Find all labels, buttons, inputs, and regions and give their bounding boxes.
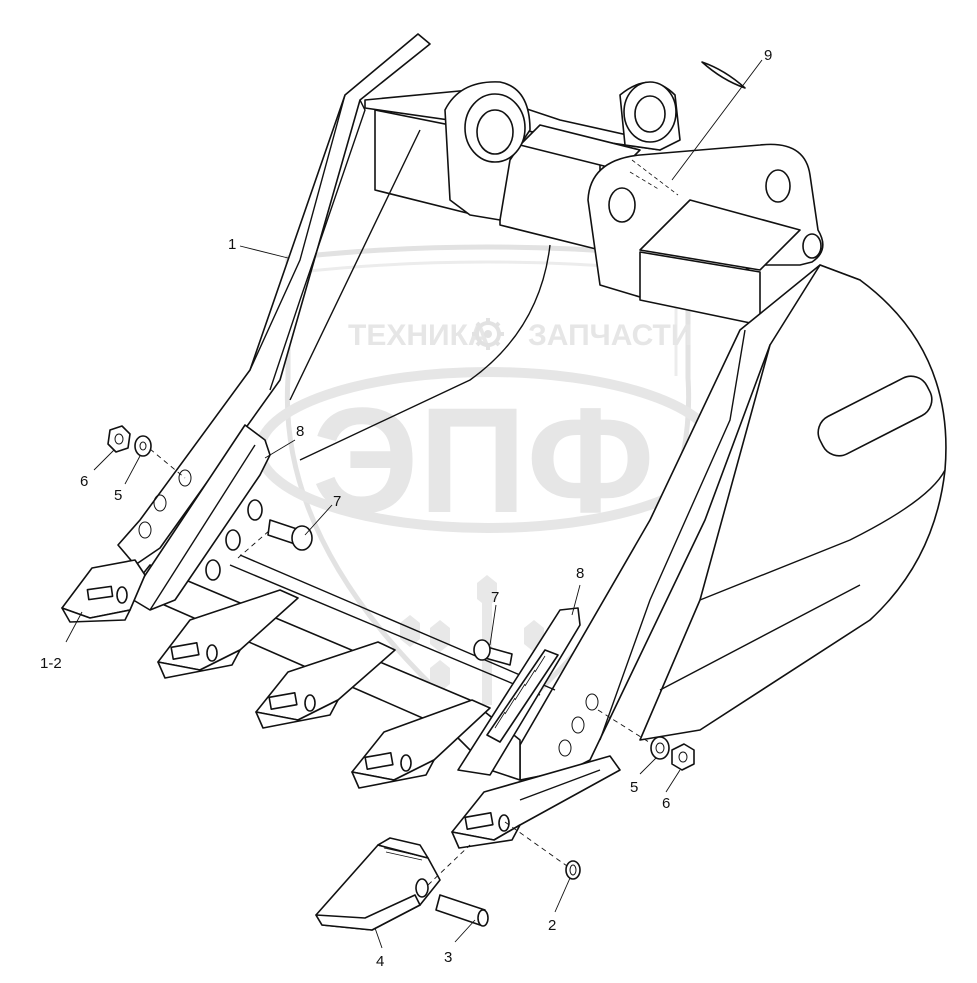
callout-5-left: 5 xyxy=(114,487,122,504)
tooth-adapter xyxy=(451,755,621,849)
callout-7-left: 7 xyxy=(333,493,341,510)
washer xyxy=(650,736,670,760)
tooth-pin xyxy=(435,894,489,927)
callout-9: 9 xyxy=(764,47,772,64)
plow-bolt xyxy=(267,519,313,551)
watermark-big-text: ЭПФ xyxy=(312,376,655,544)
callout-6-left: 6 xyxy=(80,473,88,490)
callout-6-right: 6 xyxy=(662,795,670,812)
plow-bolt xyxy=(473,639,513,666)
side-cutter-right xyxy=(457,607,581,776)
callout-4: 4 xyxy=(376,953,384,970)
left-side-plate xyxy=(117,33,431,566)
leader-lines xyxy=(65,59,763,949)
washer xyxy=(134,435,152,457)
callout-3: 3 xyxy=(444,949,452,966)
side-cutter-left xyxy=(129,424,271,611)
watermark-left-text: ТЕХНИКА xyxy=(348,319,490,352)
watermark-right-text: ЗАПЧАСТИ xyxy=(528,319,692,352)
callout-1: 1 xyxy=(228,236,236,253)
nut xyxy=(671,743,695,771)
callout-1-2: 1-2 xyxy=(40,655,62,672)
tooth-tip xyxy=(315,837,441,931)
gear-icon xyxy=(472,318,504,350)
callout-5-right: 5 xyxy=(630,779,638,796)
callout-8-right: 8 xyxy=(576,565,584,582)
callout-labels: 1 1-2 2 3 4 5 5 6 6 7 7 8 8 9 xyxy=(40,47,772,970)
teeth-row xyxy=(61,559,621,849)
nut xyxy=(107,425,131,453)
callout-2: 2 xyxy=(548,917,556,934)
shim-plate xyxy=(629,61,746,196)
tooth-adapter xyxy=(351,699,491,789)
tooth-adapter xyxy=(255,641,396,729)
tooth-adapter xyxy=(61,559,146,623)
callout-8-left: 8 xyxy=(296,423,304,440)
assembly-lines xyxy=(149,448,653,886)
watermark: ТЕХНИКА ЗАПЧАСТИ ЭПФ xyxy=(255,244,721,740)
tooth-adapter xyxy=(157,589,299,679)
pin-lock xyxy=(565,860,581,880)
side-slot xyxy=(817,375,933,457)
callout-7-right: 7 xyxy=(491,589,499,606)
